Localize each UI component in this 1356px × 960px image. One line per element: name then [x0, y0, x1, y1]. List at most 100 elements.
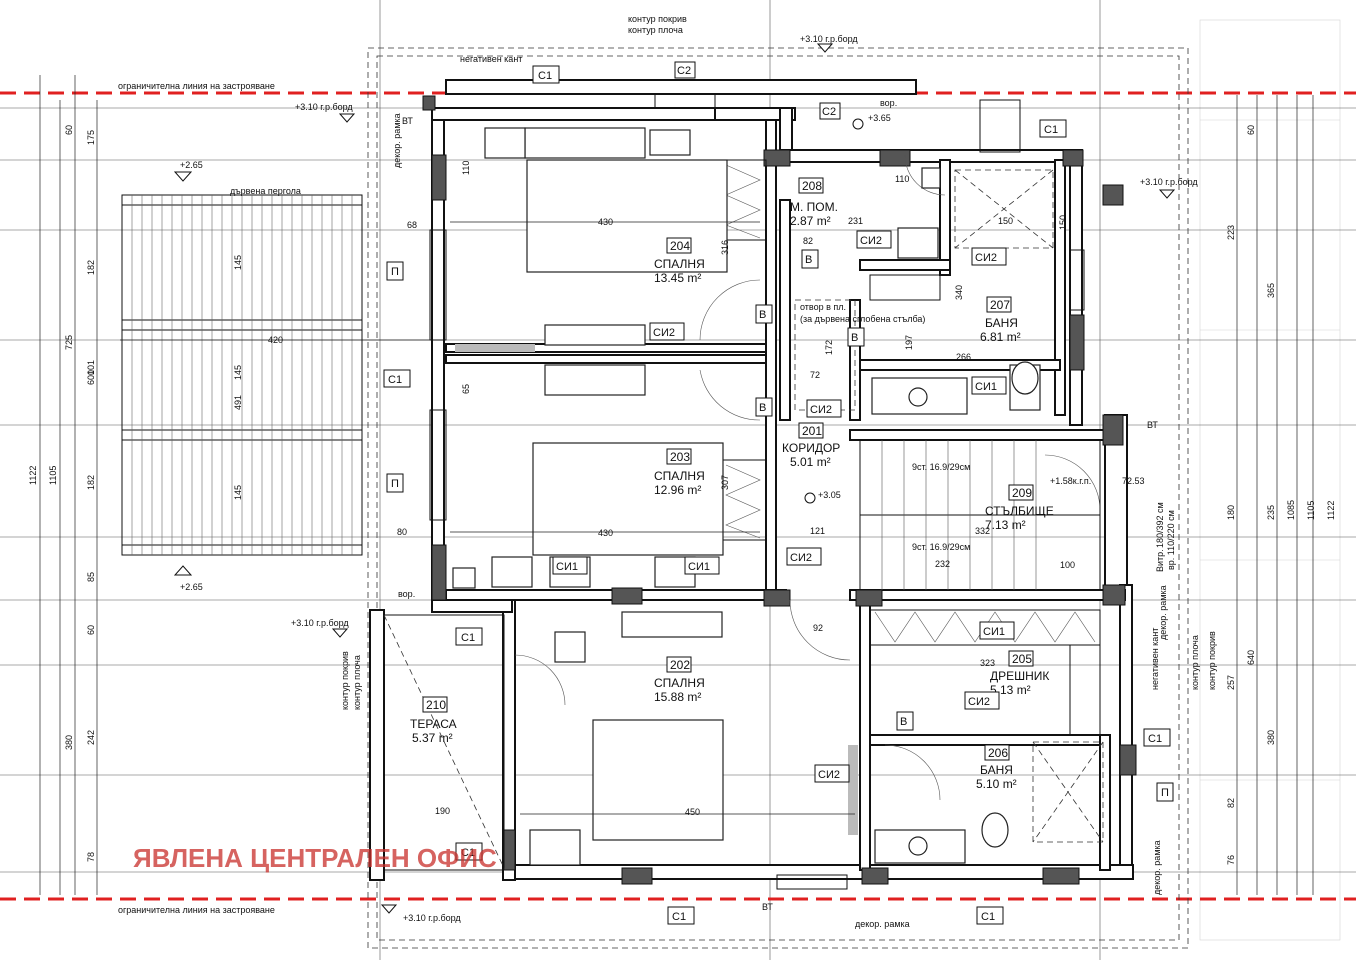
staircase: [794, 299, 1101, 591]
svg-text:СПАЛНЯ: СПАЛНЯ: [654, 469, 705, 483]
watermark-text: ЯВЛЕНА ЦЕНТРАЛЕН ОФИС: [133, 843, 497, 873]
svg-text:СИ1: СИ1: [975, 381, 997, 393]
svg-text:5.37 m²: 5.37 m²: [412, 731, 453, 745]
svg-text:СИ1: СИ1: [556, 561, 578, 573]
svg-text:210: 210: [426, 698, 446, 712]
svg-text:6.81 m²: 6.81 m²: [980, 330, 1021, 344]
svg-text:КОРИДОР: КОРИДОР: [782, 441, 840, 455]
tag-si2: СИ2: [964, 691, 1000, 710]
dim-inner-10: 323: [980, 658, 995, 668]
dim-inner-8: 231: [848, 216, 863, 226]
level-305: +3.05: [818, 490, 841, 500]
tag-si1: СИ1: [552, 556, 588, 575]
dim-inner-28: 150: [1058, 215, 1068, 230]
decor-frame-right-2: декор. рамка: [1152, 840, 1162, 895]
dim-inner-23: 145: [233, 485, 243, 500]
dim-inner-7: 82: [803, 236, 813, 246]
room-205: 205 ДРЕШНИК 5.13 m²: [990, 650, 1049, 697]
roof-contour-left: контур покрив: [340, 651, 350, 710]
tag-c1: С1: [1143, 728, 1171, 747]
svg-text:П: П: [1161, 787, 1169, 799]
decor-frame-left: декор. рамка: [392, 113, 402, 168]
svg-text:203: 203: [670, 450, 690, 464]
room-203: 203 СПАЛНЯ 12.96 m²: [654, 448, 705, 497]
tag-c1: С1: [667, 906, 695, 925]
tag-si2: СИ2: [806, 399, 842, 418]
svg-text:208: 208: [802, 179, 822, 193]
tag-si1: СИ1: [979, 621, 1015, 640]
dim-inner-30: 197: [904, 335, 914, 350]
svg-text:СИ2: СИ2: [653, 327, 675, 339]
dim-left-9: 85: [86, 572, 96, 582]
room-210: 210 ТЕРАСА 5.37 m²: [410, 696, 457, 745]
dim-inner-1: 430: [598, 217, 613, 227]
svg-text:СИ2: СИ2: [818, 769, 840, 781]
stair-flight-1: 9ст. 16.9/29см: [912, 462, 970, 472]
dim-inner-26: 316: [720, 240, 730, 255]
svg-text:С1: С1: [1148, 733, 1162, 745]
dim-inner-14: 92: [813, 623, 823, 633]
svg-text:СИ2: СИ2: [810, 404, 832, 416]
svg-text:В: В: [900, 716, 907, 728]
dim-right-4: 365: [1266, 283, 1276, 298]
element-tags: С1 С2 С2 С1 С1 П П СИ2 СИ2 СИ2 СИ1 СИ2 С…: [383, 61, 1174, 925]
svg-text:202: 202: [670, 658, 690, 672]
svg-text:В: В: [759, 402, 766, 414]
dim-right-3: 1085: [1286, 500, 1296, 520]
dim-inner-27: 307: [720, 475, 730, 490]
svg-text:209: 209: [1012, 486, 1032, 500]
svg-text:СИ2: СИ2: [790, 552, 812, 564]
tag-p: П: [1156, 782, 1174, 802]
svg-text:С1: С1: [672, 911, 686, 923]
dim-right-11: 82: [1226, 798, 1236, 808]
tag-si2: СИ2: [856, 230, 892, 249]
dim-right-8: 640: [1246, 650, 1256, 665]
svg-text:С2: С2: [677, 65, 691, 77]
columns: [422, 95, 1137, 885]
svg-text:СИ2: СИ2: [968, 696, 990, 708]
tag-si1: СИ1: [684, 556, 720, 575]
svg-text:БАНЯ: БАНЯ: [985, 316, 1018, 330]
room-204: 204 СПАЛНЯ 13.45 m²: [654, 237, 705, 285]
dim-left-12: 380: [64, 735, 74, 750]
dim-left-7: 101: [86, 360, 96, 375]
dim-left-2: 1105: [48, 466, 58, 485]
vor-label-left: вор.: [398, 589, 415, 599]
roof-contour: [367, 47, 1189, 949]
negative-edge-right: негативен кант: [1150, 628, 1160, 690]
tag-si2: СИ2: [649, 322, 685, 341]
svg-text:СИ2: СИ2: [975, 252, 997, 264]
dimension-texts-left: 1122 1105 175 725 600 182 101 182 85 60 …: [28, 125, 96, 862]
svg-text:5.13 m²: 5.13 m²: [990, 683, 1031, 697]
dim-left-3: 175: [86, 130, 96, 145]
svg-text:13.45 m²: 13.45 m²: [654, 271, 701, 285]
dim-right-13: 60: [1246, 125, 1256, 135]
building-line-label-top: ограничителна линия на застрояване: [118, 81, 275, 91]
tag-c1: С1: [532, 65, 560, 84]
room-202: 202 СПАЛНЯ 15.88 m²: [654, 656, 705, 704]
dim-right-5: 223: [1226, 225, 1236, 240]
tag-si1: СИ1: [971, 376, 1007, 395]
level-pergola-bottom: +2.65: [180, 582, 203, 592]
svg-text:С1: С1: [981, 911, 995, 923]
dim-right-9: 257: [1226, 675, 1236, 690]
wardrobes: [721, 159, 1101, 736]
svg-text:СИ1: СИ1: [983, 626, 1005, 638]
svg-text:15.88 m²: 15.88 m²: [654, 690, 701, 704]
tag-v: В: [755, 304, 773, 324]
dim-inner-16: 150: [998, 216, 1013, 226]
dim-right-1: 1122: [1326, 501, 1336, 520]
stair-note-label: (за дървена сглобена стълба): [800, 314, 925, 324]
svg-text:С2: С2: [822, 106, 836, 118]
window-note-1: Витр.: [1155, 549, 1165, 572]
level-right: +3.10 г.р.борд: [1140, 177, 1198, 187]
dim-inner-4: 420: [268, 335, 283, 345]
background-facade: [1199, 19, 1341, 941]
svg-text:П: П: [391, 266, 399, 278]
slab-contour-left: контур плоча: [352, 655, 362, 710]
svg-text:В: В: [759, 309, 766, 321]
level-pergola-top: +2.65: [180, 160, 203, 170]
stair-level-value: 72.53: [1122, 476, 1145, 486]
room-208: 208 М. ПОМ. 2.87 m²: [790, 177, 838, 228]
